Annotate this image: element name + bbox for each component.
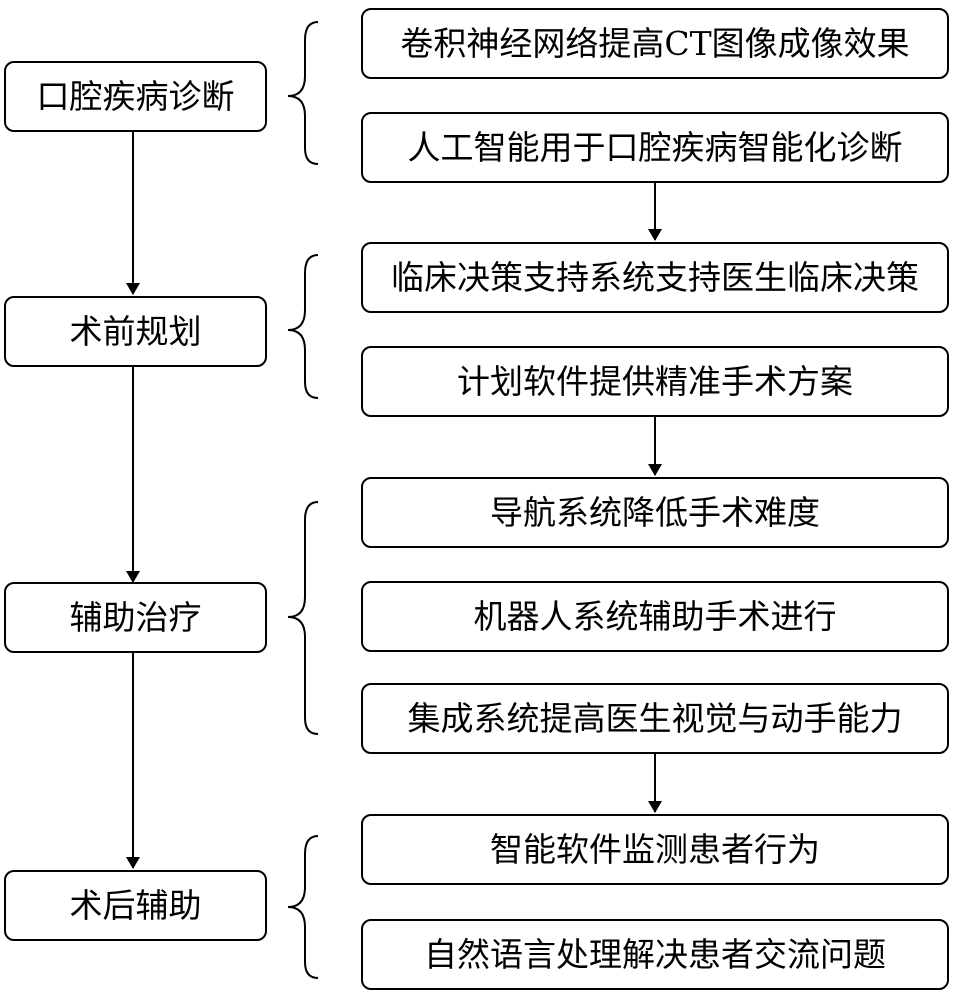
detail-box-3-2: 机器人系统辅助手术进行 bbox=[361, 581, 949, 652]
detail-box-3-1: 导航系统降低手术难度 bbox=[361, 477, 949, 548]
detail-box-4-2: 自然语言处理解决患者交流问题 bbox=[361, 919, 949, 990]
stage-box-assisted-treatment: 辅助治疗 bbox=[4, 582, 267, 653]
detail-box-1-1: 卷积神经网络提高CT图像成像效果 bbox=[361, 8, 949, 79]
detail-box-2-2: 计划软件提供精准手术方案 bbox=[361, 346, 949, 417]
detail-box-3-3: 集成系统提高医生视觉与动手能力 bbox=[361, 683, 949, 754]
detail-box-2-1: 临床决策支持系统支持医生临床决策 bbox=[361, 242, 949, 313]
stage-box-diagnosis: 口腔疾病诊断 bbox=[4, 61, 267, 132]
brace-4 bbox=[287, 835, 319, 979]
brace-3 bbox=[287, 501, 319, 735]
brace-2 bbox=[287, 254, 319, 399]
stage-box-preoperative-planning: 术前规划 bbox=[4, 296, 267, 367]
brace-1 bbox=[287, 21, 319, 165]
detail-box-4-1: 智能软件监测患者行为 bbox=[361, 814, 949, 885]
stage-box-postoperative-assistance: 术后辅助 bbox=[4, 870, 267, 941]
detail-box-1-2: 人工智能用于口腔疾病智能化诊断 bbox=[361, 112, 949, 183]
